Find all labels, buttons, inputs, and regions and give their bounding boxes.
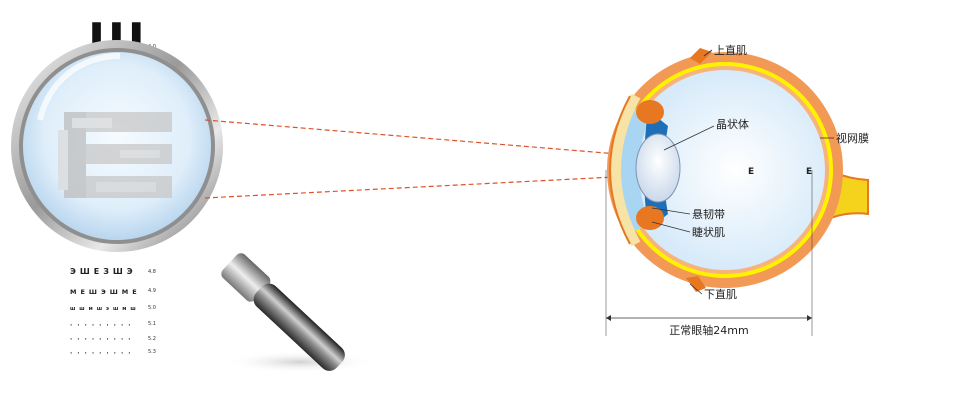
ciliary-body-bottom <box>636 206 664 230</box>
magnifying-glass-icon <box>11 40 375 373</box>
cornea <box>611 93 641 247</box>
crystalline-lens <box>635 133 681 203</box>
ciliary-body-top <box>636 100 664 124</box>
eye-labels: 上直肌 晶状体 视网膜 悬韧带 睫状肌 下直肌 正常眼轴24mm <box>605 43 869 337</box>
label-retina: 视网膜 <box>836 131 869 145</box>
chart-row-49: МЕШЭШМЕ <box>70 288 141 296</box>
chart-row-50: шшмшэшмш <box>70 306 140 312</box>
chart-acuity-50: 5.0 <box>148 305 156 311</box>
label-inferior-rectus: 下直肌 <box>704 287 737 301</box>
chart-row-52: ········· <box>70 336 136 343</box>
magnifier-collar <box>221 253 271 302</box>
chart-acuity-53: 5.3 <box>148 349 156 355</box>
label-lens: 晶状体 <box>716 117 749 131</box>
chart-row-48: ЭШЕЗШЭ <box>70 267 137 276</box>
magnifier-shadow <box>225 351 375 373</box>
chart-acuity-48: 4.8 <box>148 269 156 275</box>
label-eye-axis: 正常眼轴24mm <box>669 323 748 337</box>
chart-acuity-52: 5.2 <box>148 336 156 342</box>
focus-image-marker: E <box>748 167 754 177</box>
vitreous-body <box>625 70 825 270</box>
chart-acuity-51: 5.1 <box>148 321 156 327</box>
label-zonule: 悬韧带 <box>692 208 725 221</box>
chart-row-51: ········· <box>70 322 136 329</box>
retina-image-marker: E <box>806 167 812 177</box>
chart-acuity-49: 4.9 <box>148 288 156 294</box>
superior-rectus-muscle <box>690 48 712 64</box>
eye-cross-section: E E <box>607 48 869 292</box>
ray-bottom <box>204 169 751 199</box>
label-ciliary-muscle: 睫状肌 <box>692 225 725 239</box>
chart-row-53: ········· <box>70 350 136 357</box>
blurred-e-letter <box>58 112 172 198</box>
label-superior-rectus: 上直肌 <box>714 43 747 57</box>
magnifier-handle <box>253 283 345 371</box>
inferior-rectus-muscle <box>686 276 706 292</box>
